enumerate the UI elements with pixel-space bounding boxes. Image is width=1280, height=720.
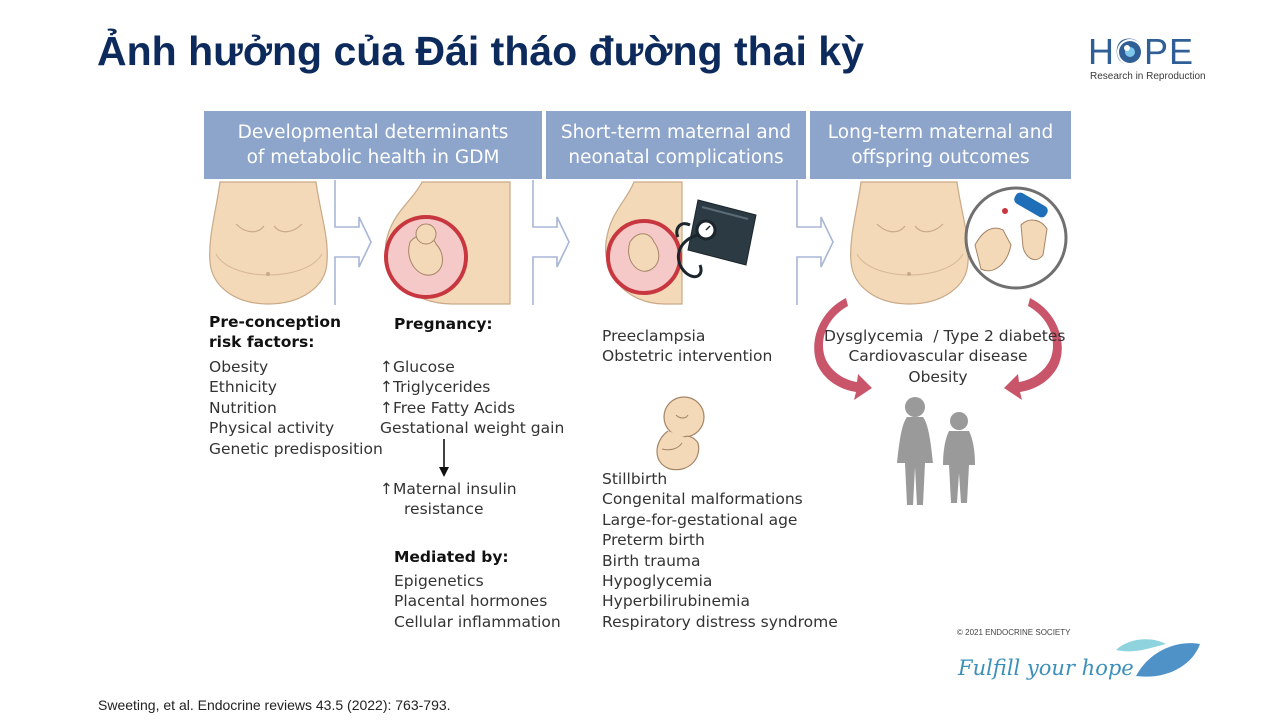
header-short-term: Short-term maternal and neonatal complic…	[546, 111, 806, 179]
torso-icon	[209, 181, 328, 305]
header-line: neonatal complications	[568, 147, 784, 168]
list-item: Hyperbilirubinemia	[602, 592, 750, 611]
logo-subtitle: Research in Reproduction	[1090, 71, 1206, 82]
list-item: Placental hormones	[394, 592, 548, 611]
list-item: Respiratory distress syndrome	[602, 612, 838, 631]
fetus-icon	[656, 396, 705, 471]
list-item: Stillbirth	[602, 470, 668, 488]
list-item: Obstetric intervention	[602, 347, 773, 366]
hope-logo: HOPE Research in Reproduction	[1088, 34, 1208, 86]
glucose-meter-icon	[964, 186, 1068, 290]
list-item: Preeclampsia	[602, 327, 706, 345]
down-arrow-icon	[439, 439, 449, 477]
preconception-title-line: risk factors:	[209, 333, 315, 352]
header-line: offspring outcomes	[851, 147, 1030, 168]
chevron-right-icon	[334, 180, 372, 305]
list-item: Gestational weight gain	[380, 419, 565, 438]
slide-title: Ảnh hưởng của Đái tháo đường thai kỳ	[97, 28, 864, 74]
header-line: Long-term maternal and	[827, 122, 1054, 143]
preconception-list: Obesity Ethnicity Nutrition Physical act…	[209, 357, 383, 459]
list-item: Congenital malformations	[602, 490, 803, 509]
header-line: of metabolic health in GDM	[246, 147, 500, 168]
list-item: Dysglycemia / Type 2 diabetes	[824, 327, 1066, 345]
header-line: Short-term maternal and	[560, 122, 792, 143]
pregnancy-title: Pregnancy:	[394, 315, 493, 333]
pregnancy-list: ↑Glucose ↑Triglycerides ↑Free Fatty Acid…	[380, 357, 564, 439]
pregnant-belly-icon	[384, 181, 511, 305]
list-item: ↑Glucose	[380, 358, 455, 376]
cycle-arrow-icon	[1004, 298, 1062, 400]
mediated-title: Mediated by:	[394, 548, 509, 566]
mediated-list: Epigenetics Placental hormones Cellular …	[394, 571, 561, 632]
eye-logo-icon	[1117, 39, 1143, 65]
list-item: Obesity	[908, 367, 968, 386]
list-item: Physical activity	[209, 419, 335, 438]
list-item: Cardiovascular disease	[848, 347, 1028, 366]
maternal-complications-list: Preeclampsia Obstetric intervention	[602, 326, 772, 367]
list-item: Cellular inflammation	[394, 612, 561, 631]
citation: Sweeting, et al. Endocrine reviews 43.5 …	[98, 697, 451, 713]
list-item: Genetic predisposition	[209, 439, 383, 458]
chevron-right-icon	[796, 180, 834, 305]
header-line: Developmental determinants	[237, 122, 509, 143]
header-developmental: Developmental determinants of metabolic …	[204, 111, 542, 179]
long-term-list: Dysglycemia / Type 2 diabetes Cardiovasc…	[824, 326, 1066, 387]
insulin-resistance-line: resistance	[404, 500, 484, 519]
list-item: Ethnicity	[209, 378, 277, 397]
neonatal-complications-list: Stillbirth Congenital malformations Larg…	[602, 469, 838, 632]
insulin-resistance-line: ↑Maternal insulin	[380, 480, 517, 498]
list-item: Large-for-gestational age	[602, 510, 798, 529]
list-item: Hypoglycemia	[602, 571, 713, 590]
list-item: ↑Triglycerides	[380, 378, 491, 397]
copyright-notice: © 2021 ENDOCRINE SOCIETY	[957, 628, 1071, 637]
header-long-term: Long-term maternal and offspring outcome…	[810, 111, 1071, 179]
torso-icon	[850, 181, 969, 305]
tagline: Fulfill your hope	[958, 656, 1134, 680]
chevron-right-icon	[532, 180, 570, 305]
preconception-title: Pre-conception risk factors:	[209, 312, 341, 353]
mother-child-silhouette-icon	[897, 397, 975, 505]
list-item: Obesity	[209, 358, 269, 376]
list-item: Birth trauma	[602, 551, 701, 570]
cycle-arrow-icon	[814, 298, 872, 400]
list-item: Preterm birth	[602, 531, 705, 550]
blood-pressure-cuff-icon	[675, 199, 757, 279]
list-item: Nutrition	[209, 398, 277, 417]
insulin-resistance: ↑Maternal insulin resistance	[380, 479, 517, 520]
preconception-title-line: Pre-conception	[209, 313, 342, 331]
pregnant-belly-icon	[605, 181, 683, 305]
leaf-logo-icon	[1116, 639, 1200, 677]
list-item: Epigenetics	[394, 572, 484, 590]
list-item: ↑Free Fatty Acids	[380, 398, 516, 417]
